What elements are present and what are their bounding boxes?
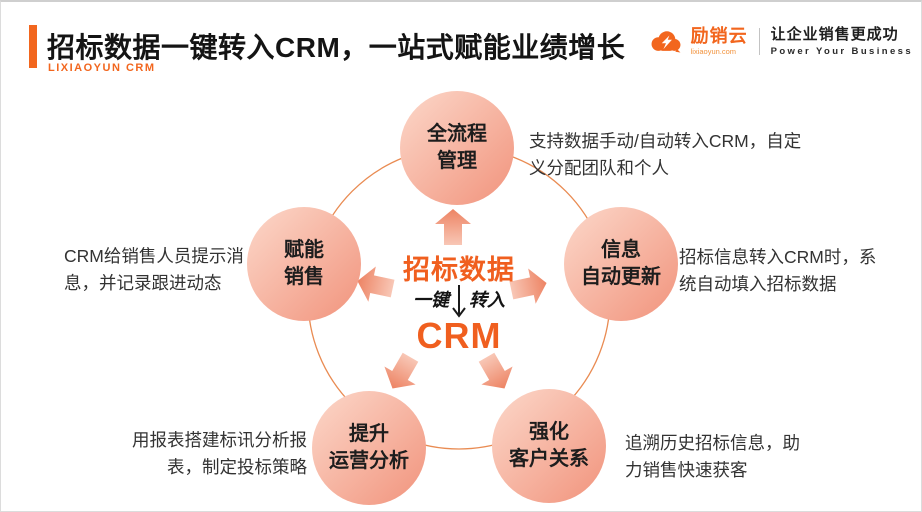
note-line: CRM给销售人员提示消 — [64, 246, 244, 266]
center-down-arrow-icon — [452, 285, 466, 318]
node-label: 赋能 — [284, 239, 324, 261]
note-line: 统自动填入招标数据 — [679, 274, 837, 294]
node-label: 运营分析 — [329, 450, 409, 472]
node-full-process-management: 全流程 管理 — [400, 91, 514, 205]
node-label: 销售 — [284, 266, 324, 288]
node-info-auto-update: 信息 自动更新 — [564, 207, 678, 321]
logo-divider — [758, 28, 760, 56]
node-label: 自动更新 — [581, 266, 661, 288]
page-subtitle: LIXIAOYUN CRM — [48, 62, 156, 74]
node-label: 客户关系 — [509, 448, 589, 470]
arrow-to-left — [357, 266, 395, 302]
center-action-label: 一键 转入 — [359, 286, 559, 312]
logo-brand-name: 励销云 — [690, 26, 748, 47]
brand-logo: 励销云 lixiaoyun.com 让企业销售更成功 Power Your Bu… — [649, 26, 913, 57]
arrow-to-right — [509, 268, 547, 304]
node-label: 全流程 — [427, 123, 487, 145]
node-label: 强化 — [529, 421, 569, 443]
node-strengthen-customer-relations: 强化 客户关系 — [492, 389, 606, 503]
center-action-right: 转入 — [469, 290, 505, 310]
logo-tagline-cn: 让企业销售更成功 — [770, 26, 899, 43]
note-line: 力销售快速获客 — [625, 460, 748, 480]
node-label: 提升 — [349, 423, 389, 445]
center-source-label: 招标数据 — [403, 255, 515, 285]
note-full-process-management: 支持数据手动/自动转入CRM，自定 义分配团队和个人 — [529, 128, 801, 182]
logo-domain: lixiaoyun.com — [690, 47, 737, 57]
note-info-auto-update: 招标信息转入CRM时，系 统自动填入招标数据 — [679, 244, 876, 298]
node-label: 管理 — [437, 150, 477, 172]
note-line: 追溯历史招标信息，助 — [625, 433, 800, 453]
logo-taglines: 让企业销售更成功 Power Your Business — [770, 26, 913, 57]
note-line: 义分配团队和个人 — [529, 158, 669, 178]
arrow-to-top — [435, 209, 471, 245]
note-empower-sales: CRM给销售人员提示消 息，并记录跟进动态 — [64, 243, 244, 297]
title-accent-bar — [29, 25, 37, 68]
arrow-to-bottom-left — [384, 352, 419, 389]
node-empower-sales: 赋能 销售 — [247, 207, 361, 321]
logo-text: 励销云 lixiaoyun.com — [691, 27, 748, 56]
logo-tagline-en: Power Your Business — [770, 45, 913, 57]
note-line: 用报表搭建标讯分析报 — [132, 430, 307, 450]
node-label: 信息 — [601, 239, 641, 261]
page-title: 招标数据一键转入CRM，一站式赋能业绩增长 — [47, 32, 626, 63]
center-target-label: CRM — [416, 315, 502, 356]
note-line: 表，制定投标策略 — [167, 457, 307, 477]
note-line: 息，并记录跟进动态 — [64, 273, 222, 293]
cloud-logo-icon — [651, 31, 681, 54]
note-line: 支持数据手动/自动转入CRM，自定 — [529, 131, 802, 151]
center-action-left: 一键 — [413, 290, 449, 310]
arrow-to-bottom-right — [478, 352, 513, 389]
note-improve-operation-analysis: 用报表搭建标讯分析报 表，制定投标策略 — [129, 427, 307, 481]
note-strengthen-customer-relations: 追溯历史招标信息，助 力销售快速获客 — [625, 430, 800, 484]
note-line: 招标信息转入CRM时，系 — [679, 247, 877, 267]
node-improve-operation-analysis: 提升 运营分析 — [312, 391, 426, 505]
